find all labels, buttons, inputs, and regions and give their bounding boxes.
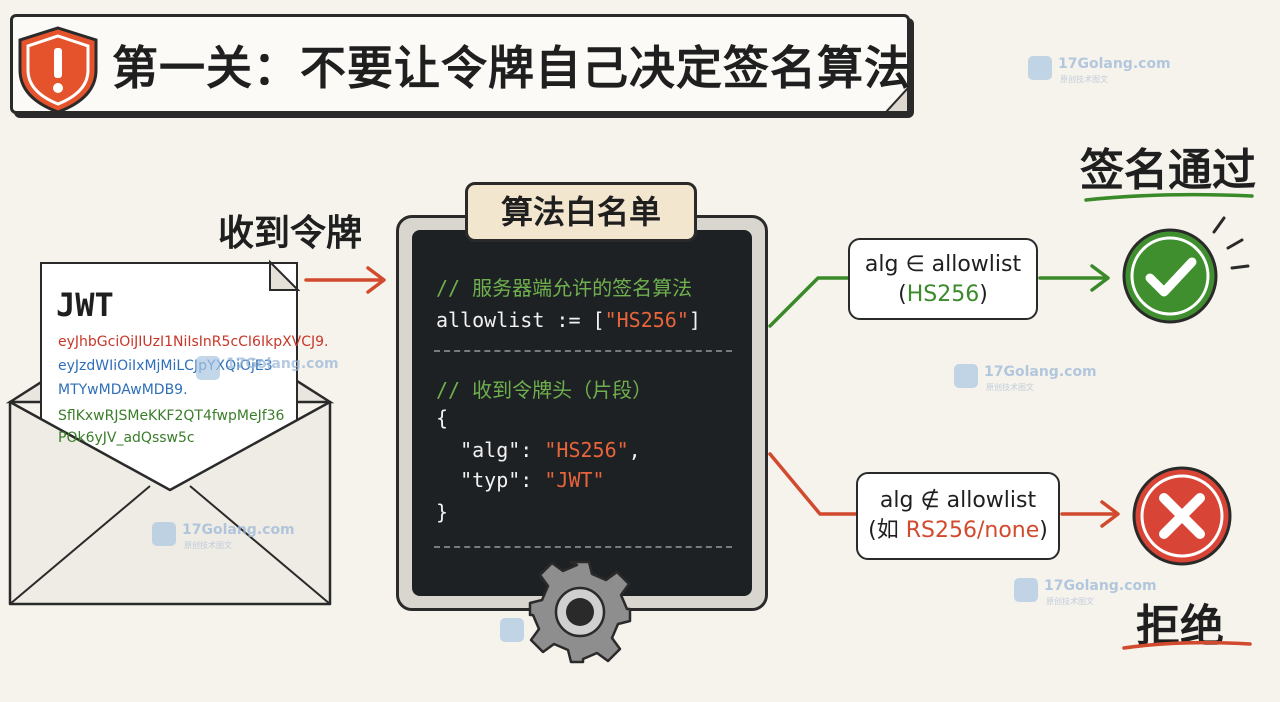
watermark-logo-icon bbox=[152, 522, 176, 546]
jwt-payload-line-2: MTYwMDAwMDB9. bbox=[58, 382, 188, 398]
signature-pass-label: 签名通过 bbox=[1080, 145, 1256, 196]
code-divider-2 bbox=[434, 546, 732, 548]
code-screen bbox=[412, 230, 752, 596]
code-alg-comma: , bbox=[628, 438, 641, 462]
jwt-signature-line-2: POk6yJV_adQssw5c bbox=[58, 430, 195, 446]
reject-condition-text: alg ∉ allowlist bbox=[879, 488, 1037, 513]
reject-condition-detail: (如 RS256/none) bbox=[858, 516, 1058, 546]
watermark-site: 17Golang.com bbox=[1058, 56, 1171, 72]
pass-close-paren: ) bbox=[979, 282, 988, 307]
code-brace-close: } bbox=[436, 500, 449, 524]
code-typ-value: "JWT" bbox=[544, 468, 605, 492]
banner-fold bbox=[883, 85, 909, 113]
watermark-logo-icon bbox=[1014, 578, 1038, 602]
pass-condition-detail: (HS256) bbox=[850, 280, 1036, 310]
arrow-to-pass bbox=[768, 264, 1110, 328]
watermark-logo-icon bbox=[1028, 56, 1052, 80]
jwt-title: JWT bbox=[56, 286, 114, 324]
code-comment-header: // 收到令牌头（片段） bbox=[436, 378, 653, 402]
watermark-logo-icon bbox=[500, 618, 524, 642]
watermark-logo-icon bbox=[196, 356, 220, 380]
code-allowlist-prefix: allowlist := [ bbox=[436, 308, 605, 332]
watermark-logo-icon bbox=[954, 364, 978, 388]
shield-alert-icon bbox=[18, 26, 98, 114]
code-alg-value: "HS256" bbox=[544, 438, 629, 462]
reject-underline bbox=[1122, 640, 1252, 650]
watermark-site: 17Golang.com bbox=[226, 356, 339, 372]
watermark-sub: 原创技术图文 bbox=[986, 383, 1034, 392]
pass-alg-value: HS256 bbox=[906, 282, 980, 307]
watermark-site: 17Golang.com bbox=[1044, 578, 1157, 594]
allowlist-header: 算法白名单 bbox=[465, 182, 697, 242]
code-alg-key: "alg": bbox=[436, 438, 545, 462]
jwt-signature-line-1: SflKxwRJSMeKKF2QT4fwpMeJf36 bbox=[58, 408, 285, 424]
arrow-to-panel bbox=[304, 266, 386, 294]
code-allowlist-suffix: ] bbox=[688, 308, 701, 332]
watermark-sub: 原创技术图文 bbox=[184, 541, 232, 550]
pass-condition-text: alg ∈ allowlist bbox=[864, 252, 1022, 277]
pass-underline bbox=[1084, 192, 1254, 202]
reject-alg-value: RS256/none bbox=[905, 518, 1040, 543]
code-allowlist-value: "HS256" bbox=[604, 308, 689, 332]
watermark-site: 17Golang.com bbox=[182, 522, 295, 538]
page-title: 第一关：不要让令牌自己决定签名算法 bbox=[112, 41, 911, 95]
reject-condition-box: alg ∉ allowlist (如 RS256/none) bbox=[856, 472, 1060, 560]
reject-close-paren: ) bbox=[1039, 518, 1048, 543]
watermark-sub: 原创技术图文 bbox=[1046, 597, 1094, 606]
watermark-site: 17Golang.com bbox=[984, 364, 1097, 380]
title-banner bbox=[10, 14, 910, 114]
code-allowlist-line: allowlist := ["HS256"] bbox=[436, 308, 701, 332]
arrow-to-reject bbox=[768, 452, 1120, 528]
code-divider-1 bbox=[434, 350, 732, 352]
received-token-label: 收到令牌 bbox=[218, 213, 363, 254]
check-circle-icon bbox=[1122, 216, 1250, 324]
pass-open-paren: ( bbox=[898, 282, 907, 307]
code-alg-line: "alg": "HS256", bbox=[436, 438, 641, 462]
code-brace-open: { bbox=[436, 406, 449, 430]
code-typ-line: "typ": "JWT" bbox=[436, 468, 605, 492]
reject-open-paren: (如 bbox=[868, 518, 906, 543]
cross-circle-icon bbox=[1132, 466, 1232, 566]
watermark-sub: 原创技术图文 bbox=[1060, 75, 1108, 84]
jwt-header-line: eyJhbGciOiJIUzI1NiIsInR5cCI6IkpXVCJ9. bbox=[58, 334, 329, 350]
code-comment-allowed: // 服务器端允许的签名算法 bbox=[436, 276, 693, 300]
pass-condition-box: alg ∈ allowlist (HS256) bbox=[848, 238, 1038, 320]
code-typ-key: "typ": bbox=[436, 468, 545, 492]
